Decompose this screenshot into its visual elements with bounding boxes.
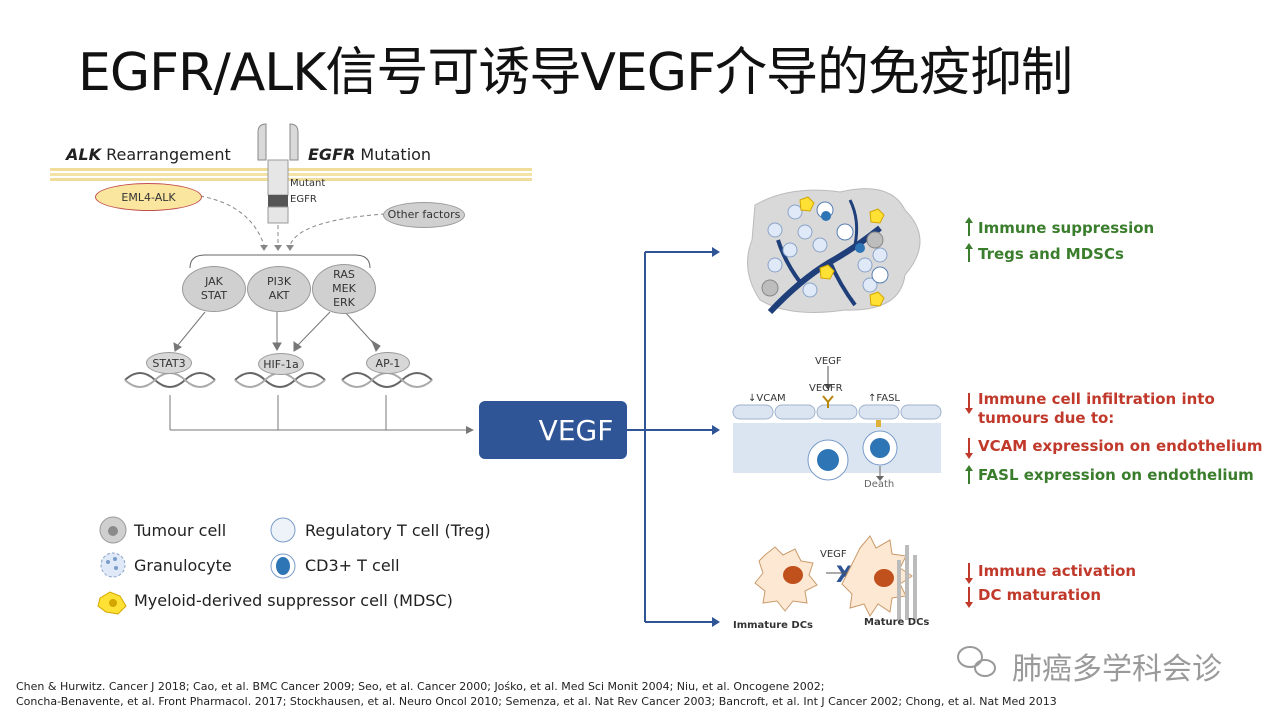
legend-granulocyte: Granulocyte bbox=[134, 556, 232, 575]
dna-helices bbox=[124, 372, 433, 388]
eml4-alk-label: EML4-ALK bbox=[121, 190, 176, 204]
eml4-alk-oval: EML4-ALK bbox=[95, 183, 202, 211]
slide-title: EGFR/ALK信号可诱导VEGF介导的免疫抑制 bbox=[78, 43, 1073, 103]
endo-vcam-label: ↓VCAM bbox=[748, 393, 786, 404]
legend-icons bbox=[97, 516, 296, 615]
other-factors-oval: Other factors bbox=[383, 202, 465, 228]
endothelium-diagram bbox=[732, 366, 942, 481]
mature-dcs-label: Mature DCs bbox=[864, 617, 930, 628]
endo-vegf-label: VEGF bbox=[815, 356, 842, 367]
vegf-output-arrows bbox=[627, 251, 712, 623]
effect-arrows bbox=[965, 217, 973, 608]
tf-hif1a: HIF-1a bbox=[258, 353, 304, 375]
bracket bbox=[189, 254, 371, 269]
tumour-microenvironment bbox=[747, 188, 921, 315]
egfr-mutation-label: EGFR Mutation bbox=[308, 145, 432, 164]
wechat-icon bbox=[957, 646, 996, 677]
death-label: Death bbox=[864, 479, 895, 490]
alk-rearrangement-label: ALK Rearrangement bbox=[66, 145, 231, 164]
legend-treg: Regulatory T cell (Treg) bbox=[305, 521, 491, 540]
immature-dcs-label: Immature DCs bbox=[733, 620, 813, 631]
egfr-label: EGFR bbox=[290, 194, 317, 205]
legend-cd3: CD3+ T cell bbox=[305, 556, 400, 575]
vegf-box-label: VEGF bbox=[538, 413, 614, 447]
mutant-label: Mutant bbox=[290, 178, 326, 189]
effect-tregs-mdscs: Tregs and MDSCs bbox=[978, 245, 1124, 263]
endo-fasl-label: ↑FASL bbox=[868, 393, 900, 404]
effect-infiltration-2: tumours due to: bbox=[978, 409, 1115, 427]
dashed-signal-arrows bbox=[199, 195, 386, 246]
other-factors-label: Other factors bbox=[387, 208, 461, 221]
effect-fasl: FASL expression on endothelium bbox=[978, 466, 1254, 484]
tf-stat3: STAT3 bbox=[146, 352, 192, 374]
effect-dc-maturation: DC maturation bbox=[978, 586, 1102, 604]
effect-vcam: VCAM expression on endothelium bbox=[978, 437, 1263, 455]
watermark-text: 肺癌多学科会诊 bbox=[1012, 652, 1222, 687]
tf-ap1: AP-1 bbox=[366, 352, 410, 374]
vegf-collector-lines bbox=[169, 395, 466, 431]
egfr-receptor bbox=[257, 123, 299, 224]
references-line-2: Concha-Benavente, et al. Front Pharmacol… bbox=[16, 695, 1057, 708]
effect-infiltration: Immune cell infiltration into bbox=[978, 390, 1215, 408]
legend-mdsc: Myeloid-derived suppressor cell (MDSC) bbox=[134, 591, 453, 610]
vegf-box: VEGF bbox=[479, 401, 627, 459]
endo-vegfr-label: VEGFR bbox=[809, 383, 843, 394]
legend-tumour-cell: Tumour cell bbox=[134, 521, 227, 540]
dendritic-cells: X bbox=[754, 535, 917, 620]
kinase-arrows bbox=[173, 311, 381, 352]
effect-immune-activation: Immune activation bbox=[978, 562, 1137, 580]
cell-membrane bbox=[50, 168, 532, 181]
dc-vegf-label: VEGF bbox=[820, 549, 847, 560]
effect-immune-suppression: Immune suppression bbox=[978, 219, 1155, 237]
references-line-1: Chen & Hurwitz. Cancer J 2018; Cao, et a… bbox=[16, 680, 825, 693]
